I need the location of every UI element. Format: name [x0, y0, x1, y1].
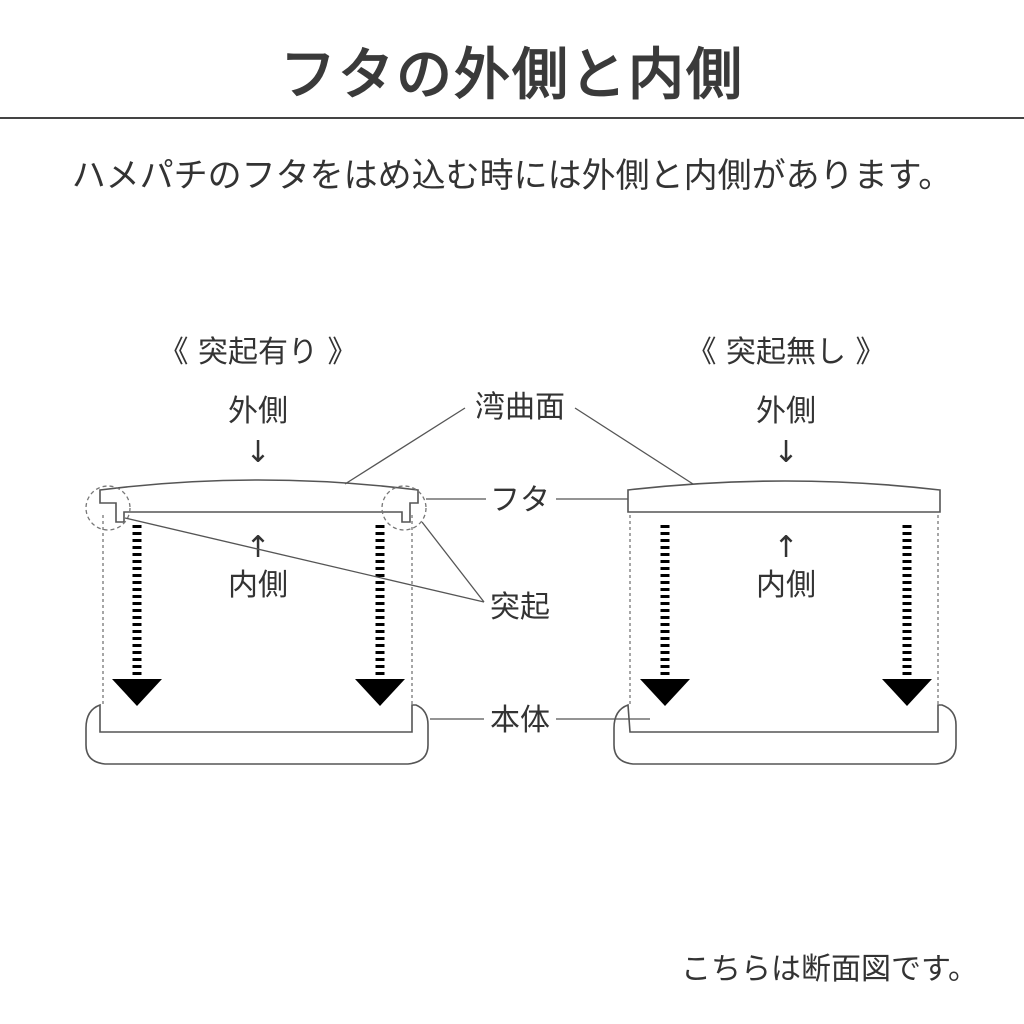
right-protrusion-marker [381, 485, 427, 531]
callout-protrusion: 突起 [490, 590, 550, 625]
title-divider [0, 117, 1024, 119]
callout-curved-surface: 湾曲面 [475, 390, 565, 425]
right-outer-label: 外側 [756, 394, 816, 429]
push-arrow-icon [112, 525, 162, 706]
callout-leader-line [574, 407, 694, 485]
push-arrow-icon [640, 525, 690, 706]
cross-section-note: こちらは断面図です。 [681, 952, 978, 987]
left-heading: 《 突起有り 》 [158, 335, 357, 370]
push-arrow-icon [355, 525, 405, 706]
callout-lid: フタ [490, 483, 550, 518]
left-protrusion-marker [85, 485, 131, 531]
page-title: フタの外側と内側 [280, 43, 744, 108]
right-body [613, 703, 957, 765]
callout-leader-line [124, 517, 485, 603]
left-body [85, 703, 429, 765]
left-inner-label: 内側 [228, 568, 288, 603]
right-outer-arrow-icon: ↓ [773, 435, 798, 470]
right-inner-arrow-icon: ↑ [773, 530, 798, 565]
left-outer-label: 外側 [228, 394, 288, 429]
push-arrow-icon [882, 525, 932, 706]
right-inner-label: 内側 [756, 568, 816, 603]
callout-leader-line [421, 521, 485, 603]
callout-leader-line [344, 407, 466, 485]
left-lid [99, 479, 419, 523]
left-outer-arrow-icon: ↓ [245, 435, 270, 470]
right-lid [627, 480, 941, 513]
right-heading: 《 突起無し 》 [686, 335, 885, 370]
callout-body: 本体 [490, 703, 550, 738]
page-subtitle: ハメパチのフタをはめ込む時には外側と内側があります。 [71, 156, 953, 196]
